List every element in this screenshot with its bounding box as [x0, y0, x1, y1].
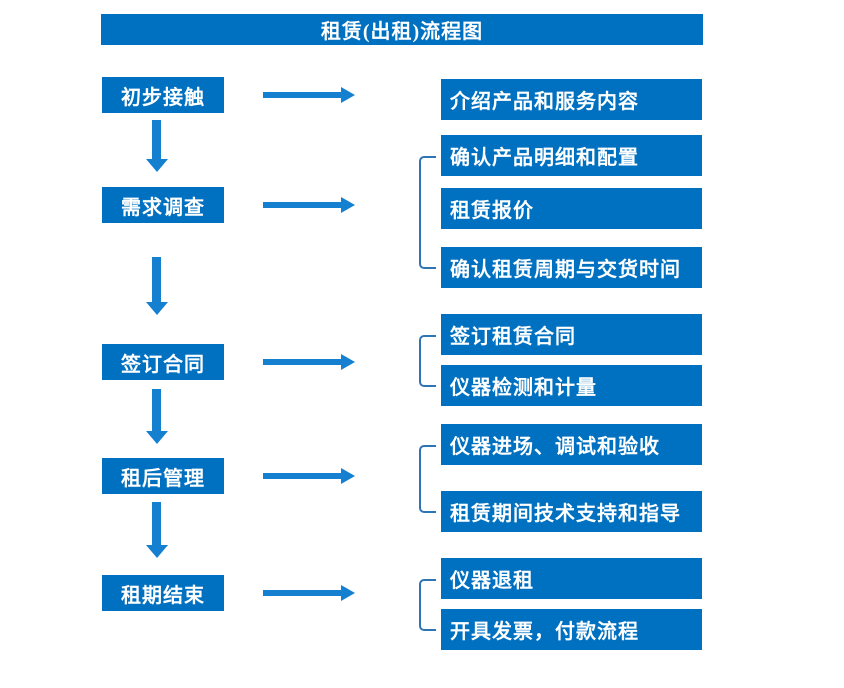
detail-box-rental-quotation: 租赁报价 [441, 188, 702, 229]
right-arrow-icon [263, 87, 355, 103]
detail-box-tech-support-during-rental: 租赁期间技术支持和指导 [441, 491, 702, 532]
flowchart-title: 租赁(出租)流程图 [101, 14, 703, 45]
detail-box-confirm-rental-period-delivery: 确认租赁周期与交货时间 [441, 247, 702, 288]
arrow-head [146, 159, 168, 172]
detail-box-introduce-products-services: 介绍产品和服务内容 [441, 79, 702, 120]
detail-box-confirm-product-details: 确认产品明细和配置 [441, 135, 702, 176]
arrow-shaft [263, 473, 342, 479]
arrow-head [341, 197, 355, 213]
arrow-head [146, 545, 168, 558]
down-arrow-icon [146, 502, 168, 558]
step-box-post-rental-management: 租后管理 [102, 458, 224, 494]
arrow-head [341, 354, 355, 370]
step-box-demand-survey: 需求调查 [102, 187, 224, 223]
arrow-head [341, 585, 355, 601]
detail-box-instrument-return: 仪器退租 [441, 558, 702, 599]
detail-box-invoice-payment-process: 开具发票，付款流程 [441, 609, 702, 650]
arrow-head [146, 431, 168, 444]
step-box-rental-end: 租期结束 [102, 575, 224, 611]
down-arrow-icon [146, 389, 168, 444]
arrow-shaft [263, 202, 342, 208]
arrow-head [146, 302, 168, 315]
right-arrow-icon [263, 468, 355, 484]
down-arrow-icon [146, 257, 168, 315]
arrow-shaft [152, 389, 161, 432]
arrow-shaft [263, 359, 342, 365]
arrow-shaft [263, 92, 342, 98]
step-box-initial-contact: 初步接触 [102, 77, 224, 113]
right-arrow-icon [263, 197, 355, 213]
arrow-head [341, 468, 355, 484]
step-box-sign-contract: 签订合同 [102, 344, 224, 380]
arrow-shaft [152, 120, 161, 160]
group-bracket [419, 445, 436, 513]
arrow-shaft [152, 257, 161, 303]
arrow-shaft [152, 502, 161, 546]
arrow-head [341, 87, 355, 103]
detail-box-instrument-setup-acceptance: 仪器进场、调试和验收 [441, 424, 702, 465]
detail-box-sign-rental-contract: 签订租赁合同 [441, 314, 702, 355]
right-arrow-icon [263, 354, 355, 370]
group-bracket [419, 335, 436, 387]
down-arrow-icon [146, 120, 168, 172]
detail-box-instrument-testing-metering: 仪器检测和计量 [441, 365, 702, 406]
arrow-shaft [263, 590, 342, 596]
group-bracket [419, 579, 436, 631]
right-arrow-icon [263, 585, 355, 601]
group-bracket [419, 156, 436, 269]
